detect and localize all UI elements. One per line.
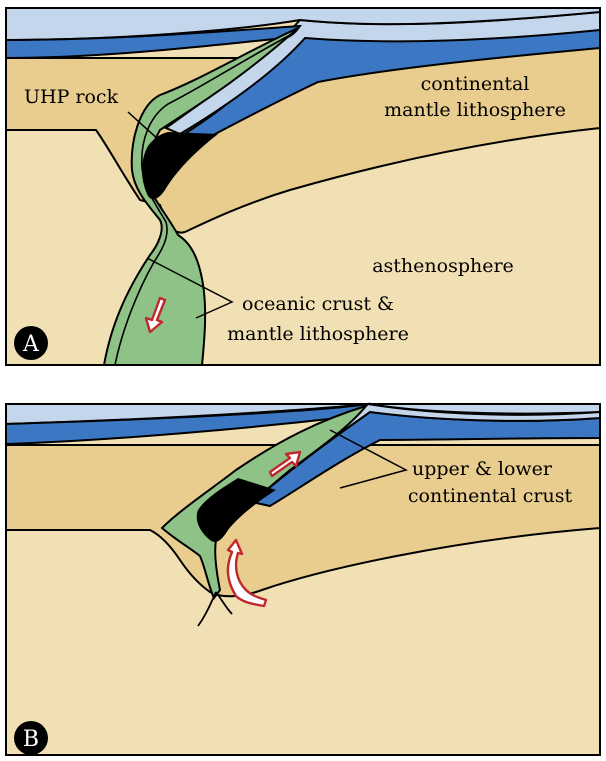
label-upper-lower: upper & lower [412, 458, 553, 480]
label-continental-crust: continental crust [408, 485, 573, 507]
panel-b: upper & lower continental crust B [6, 404, 600, 755]
label-continental: continental [421, 73, 530, 95]
panel-a: UHP rock continental mantle lithosphere … [6, 8, 600, 365]
label-mantle-lithosphere: mantle lithosphere [384, 99, 566, 121]
label-oceanic-mantle: mantle lithosphere [227, 323, 409, 345]
panel-b-badge-letter: B [23, 727, 39, 752]
label-asthenosphere: asthenosphere [372, 255, 514, 277]
label-oceanic-crust: oceanic crust & [242, 293, 394, 315]
label-uhp-rock: UHP rock [24, 86, 119, 108]
panel-a-badge-letter: A [22, 332, 40, 357]
